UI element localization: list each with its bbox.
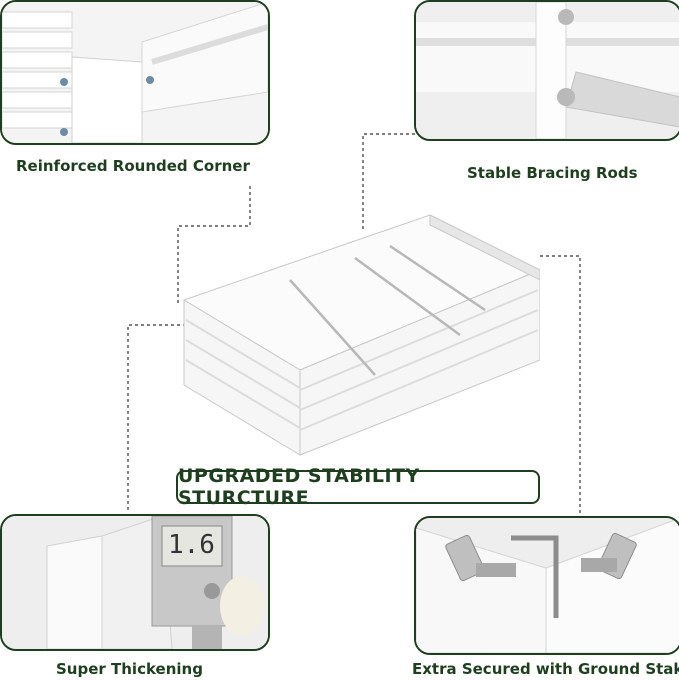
thickening-detail-panel: 1.6 xyxy=(0,514,270,651)
stability-structure-banner: UPGRADED STABILITY STURCTURE xyxy=(176,465,540,509)
stakes-detail-panel xyxy=(414,516,679,655)
bracing-detail-image xyxy=(416,2,679,139)
caliper-reading: 1.6 xyxy=(168,530,215,560)
thickening-detail-image xyxy=(2,516,268,649)
stakes-detail-image xyxy=(416,518,679,653)
bracing-detail-panel xyxy=(414,0,679,141)
thickening-label: Super Thickening xyxy=(56,660,203,678)
raised-bed-image xyxy=(182,214,540,456)
corner-detail-image xyxy=(2,2,268,143)
corner-detail-panel xyxy=(0,0,270,145)
stakes-label: Extra Secured with Ground Stakes xyxy=(412,660,679,678)
bracing-label: Stable Bracing Rods xyxy=(467,164,638,182)
corner-label: Reinforced Rounded Corner xyxy=(16,157,250,175)
